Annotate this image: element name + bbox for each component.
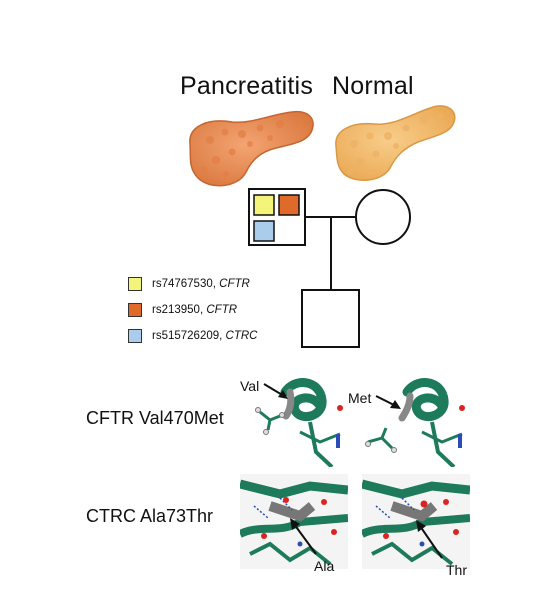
legend-swatch-blue: [128, 329, 142, 343]
met-arrow-label: Met: [348, 390, 372, 406]
legend-id: rs213950: [152, 304, 200, 316]
normal-heading: Normal: [332, 72, 414, 100]
val-arrow-label: Val: [240, 378, 260, 394]
cftr-met-structure-image: [362, 372, 470, 467]
legend-item-rs74767530: rs74767530, CFTR: [128, 276, 250, 292]
ala-arrow-label: Ala: [314, 558, 335, 574]
legend-swatch-orange: [128, 303, 142, 317]
variant-square-rs213950: [278, 194, 300, 216]
ctrc-mutation-label: CTRC Ala73Thr: [86, 506, 214, 526]
variant-square-rs74767530: [253, 194, 275, 216]
pancreatitis-heading: Pancreatitis: [180, 72, 314, 100]
cftr-mutation-label: CFTR Val470Met: [86, 408, 224, 428]
legend-swatch-yellow: [128, 277, 142, 291]
legend-gene: CTRC: [225, 330, 258, 342]
val-arrow-icon: [263, 383, 288, 399]
legend-id: rs74767530: [152, 278, 213, 290]
legend-item-rs515726209: rs515726209, CTRC: [128, 328, 258, 344]
legend-gene: CFTR: [206, 304, 238, 316]
met-arrow-icon: [375, 395, 401, 409]
mother-symbol: [355, 189, 411, 245]
legend-item-rs213950: rs213950, CFTR: [128, 302, 237, 318]
variant-square-rs515726209: [253, 220, 275, 242]
legend-gene: CFTR: [219, 278, 250, 290]
legend-id: rs515726209: [152, 330, 220, 342]
child-symbol: [301, 289, 360, 348]
normal-pancreas-illustration: [335, 105, 456, 181]
ala-arrow-icon: [290, 518, 317, 555]
cftr-val-structure-image: [240, 372, 348, 467]
ctrc-thr-structure-image: [362, 474, 470, 569]
pancreatitis-pancreas-illustration: [189, 110, 314, 187]
thr-arrow-icon: [416, 520, 443, 559]
pedigree-chart: [248, 188, 411, 348]
thr-arrow-label: Thr: [446, 562, 467, 578]
